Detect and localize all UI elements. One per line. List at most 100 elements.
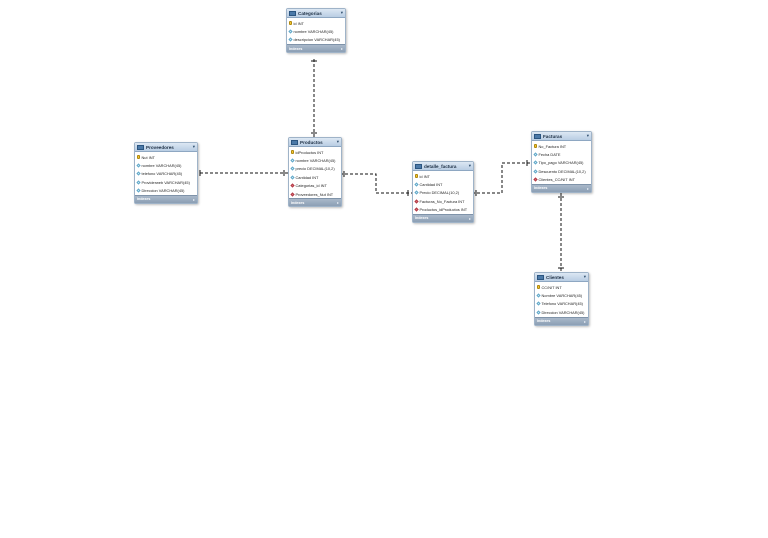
column-row[interactable]: No_Factura INT: [532, 142, 591, 150]
table-title: detalle_factura: [424, 163, 457, 169]
collapse-icon[interactable]: ▾: [583, 274, 586, 279]
table-facturas[interactable]: Facturas ▾ No_Factura INT Fecha DATE Tip…: [531, 131, 592, 193]
indexes-label: Indexes: [289, 46, 303, 51]
column-row[interactable]: Direccion VARCHAR(45): [535, 308, 588, 316]
primary-key-icon: [534, 144, 537, 149]
column-label: nombre VARCHAR(45): [295, 158, 336, 164]
column-icon: [533, 169, 538, 174]
collapse-icon[interactable]: ▾: [340, 10, 343, 15]
column-label: Clientes_CC/NIT INT: [538, 177, 575, 183]
column-label: Telefono VARCHAR(45): [541, 301, 583, 307]
expand-arrow-icon[interactable]: ▸: [336, 200, 339, 206]
column-row[interactable]: Nombre VARCHAR(45): [535, 291, 588, 299]
column-label: Fecha DATE: [538, 152, 561, 158]
column-icon: [290, 158, 295, 163]
column-row[interactable]: Proveedores_Nut INT: [289, 190, 341, 198]
column-label: Precio DECIMAL(10,2): [419, 190, 460, 196]
table-categorias[interactable]: Categorias ▾ id INT nombre VARCHAR(45) d…: [286, 8, 346, 54]
column-row[interactable]: nombre VARCHAR(45): [289, 156, 341, 164]
column-row[interactable]: Cantidad INT: [413, 180, 473, 188]
expand-arrow-icon[interactable]: ▸: [192, 196, 195, 202]
column-label: Cantidad INT: [295, 174, 319, 180]
column-row[interactable]: Clientes_CC/NIT INT: [532, 176, 591, 184]
column-label: precio DECIMAL(10,2): [295, 166, 335, 172]
table-header[interactable]: Productos ▾: [289, 138, 341, 147]
column-row[interactable]: Facturas_No_Factura INT: [413, 197, 473, 205]
table-header[interactable]: Facturas ▾: [532, 132, 591, 141]
foreign-key-icon: [533, 177, 538, 182]
table-icon: [137, 144, 144, 150]
column-row[interactable]: Nut INT: [135, 153, 197, 161]
column-row[interactable]: nombre VARCHAR(45): [135, 161, 197, 169]
column-row[interactable]: telefono VARCHAR(45): [135, 170, 197, 178]
indexes-section[interactable]: Indexes▸: [535, 316, 588, 325]
table-header[interactable]: Clientes ▾: [535, 273, 588, 282]
collapse-icon[interactable]: ▾: [192, 144, 195, 149]
table-title: Facturas: [543, 133, 563, 139]
column-row[interactable]: Direccion VARCHAR(45): [135, 187, 197, 195]
indexes-label: Indexes: [415, 216, 429, 221]
column-label: nombre VARCHAR(45): [293, 29, 334, 35]
column-label: Tipo_pago VARCHAR(45): [538, 160, 584, 166]
indexes-section[interactable]: Indexes▸: [135, 194, 197, 203]
column-icon: [533, 152, 538, 157]
column-row[interactable]: id INT: [413, 172, 473, 180]
column-icon: [536, 301, 541, 307]
table-icon: [415, 163, 422, 169]
column-row[interactable]: Telefono VARCHAR(45): [535, 300, 588, 308]
indexes-section[interactable]: Indexes ▸: [287, 44, 345, 53]
column-icon: [136, 171, 141, 177]
column-label: No_Factura INT: [538, 143, 567, 149]
column-row[interactable]: Tipo_pago VARCHAR(45): [532, 159, 591, 167]
expand-arrow-icon[interactable]: ▸: [468, 215, 471, 221]
column-row[interactable]: Precio DECIMAL(10,2): [413, 189, 473, 197]
expand-arrow-icon[interactable]: ▸: [340, 46, 343, 52]
indexes-section[interactable]: Indexes ▸: [289, 198, 341, 207]
table-header[interactable]: detalle_factura ▾: [413, 162, 473, 171]
column-row[interactable]: descripcion VARCHAR(45): [287, 36, 345, 44]
column-label: descripcion VARCHAR(45): [293, 37, 340, 43]
column-row[interactable]: idProductos INT: [289, 148, 341, 156]
column-row[interactable]: Productos_idProductos INT: [413, 206, 473, 214]
collapse-icon[interactable]: ▾: [586, 133, 589, 138]
collapse-icon[interactable]: ▾: [468, 163, 471, 168]
column-label: telefono VARCHAR(45): [141, 171, 183, 177]
column-icon: [290, 175, 295, 180]
column-icon: [290, 166, 295, 172]
indexes-section[interactable]: Indexes▸: [532, 183, 591, 192]
column-row[interactable]: CC/NIT INT: [535, 283, 588, 291]
primary-key-icon: [537, 285, 540, 290]
column-row[interactable]: Descuento DECIMAL(10,2): [532, 167, 591, 175]
column-row[interactable]: Providerweb VARCHAR(45): [135, 178, 197, 186]
table-clientes[interactable]: Clientes ▾ CC/NIT INT Nombre VARCHAR(45)…: [534, 272, 589, 326]
column-icon: [414, 190, 419, 196]
column-label: Facturas_No_Factura INT: [419, 198, 465, 204]
column-row[interactable]: Categorias_id INT: [289, 182, 341, 190]
column-row[interactable]: id INT: [287, 19, 345, 27]
column-row[interactable]: precio DECIMAL(10,2): [289, 165, 341, 173]
table-productos[interactable]: Productos ▾ idProductos INT nombre VARCH…: [288, 137, 342, 208]
relationship-detalle-facturas[interactable]: [472, 162, 531, 194]
column-row[interactable]: Fecha DATE: [532, 150, 591, 158]
indexes-section[interactable]: Indexes ▸: [413, 213, 473, 222]
table-detalle-factura[interactable]: detalle_factura ▾ id INT Cantidad INT Pr…: [412, 161, 474, 223]
table-proveedores[interactable]: Proveedores ▾ Nut INT nombre VARCHAR(45)…: [134, 142, 198, 204]
column-row[interactable]: nombre VARCHAR(45): [287, 27, 345, 35]
relationship-detalle-productos[interactable]: [340, 173, 412, 194]
collapse-icon[interactable]: ▾: [336, 139, 339, 144]
table-header[interactable]: Categorias ▾: [287, 9, 345, 18]
column-icon: [136, 180, 141, 185]
column-label: Cantidad INT: [419, 182, 443, 188]
table-header[interactable]: Proveedores ▾: [135, 143, 197, 152]
column-row[interactable]: Cantidad INT: [289, 173, 341, 181]
column-label: CC/NIT INT: [541, 284, 562, 290]
column-label: Descuento DECIMAL(10,2): [538, 168, 586, 174]
expand-arrow-icon[interactable]: ▸: [583, 318, 586, 324]
indexes-label: Indexes: [291, 200, 305, 205]
foreign-key-icon: [290, 192, 295, 197]
column-icon: [536, 293, 541, 298]
column-label: Nut INT: [141, 154, 155, 160]
column-icon: [414, 182, 419, 187]
expand-arrow-icon[interactable]: ▸: [586, 185, 589, 191]
column-label: nombre VARCHAR(45): [141, 163, 182, 169]
